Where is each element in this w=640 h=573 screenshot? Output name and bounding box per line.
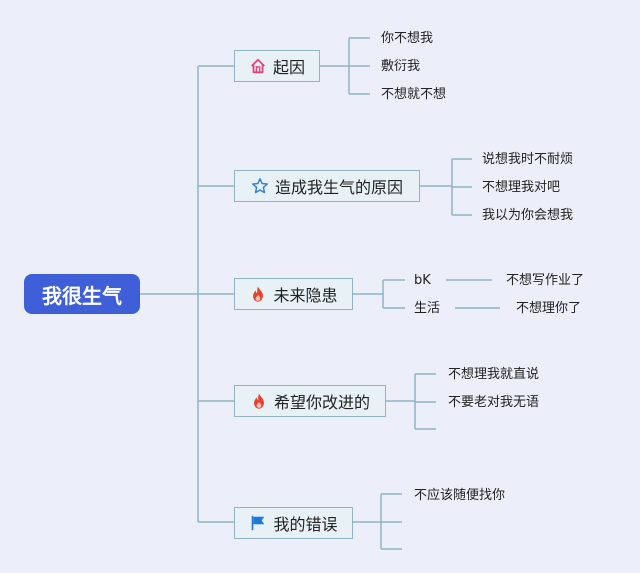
leaf-item[interactable]: 不应该随便找你	[414, 488, 506, 503]
branch-label: 希望你改进的	[273, 393, 370, 412]
branch-label: 未来隐患	[273, 286, 338, 305]
star-icon	[251, 177, 269, 195]
branch-label: 我的错误	[273, 515, 338, 534]
branch-future-risks[interactable]: 未来隐患	[234, 278, 353, 310]
leaf-item[interactable]: 我以为你会想我	[482, 208, 574, 223]
leaf-item[interactable]: 说想我时不耐烦	[482, 152, 574, 167]
fire-icon	[250, 392, 268, 410]
branch-improvements[interactable]: 希望你改进的	[234, 385, 386, 417]
root-node[interactable]: 我很生气	[24, 274, 140, 314]
branch-cause[interactable]: 起因	[234, 50, 320, 82]
leaf-item[interactable]: 不想理我就直说	[448, 367, 540, 382]
leaf-subitem[interactable]: 不想理你了	[516, 301, 582, 316]
leaf-subitem[interactable]: 不想写作业了	[506, 273, 585, 288]
leaf-item[interactable]: 敷衍我	[381, 59, 421, 74]
leaf-item[interactable]: 不要老对我无语	[448, 395, 540, 410]
leaf-item[interactable]: 你不想我	[381, 31, 434, 46]
branch-my-mistakes[interactable]: 我的错误	[234, 507, 353, 539]
leaf-item[interactable]: 不想就不想	[381, 87, 447, 102]
branch-reasons[interactable]: 造成我生气的原因	[234, 170, 420, 202]
flag-icon	[249, 514, 267, 532]
branch-label: 造成我生气的原因	[274, 178, 403, 197]
branch-label: 起因	[272, 58, 305, 77]
leaf-item[interactable]: 生活	[414, 301, 441, 316]
fire-icon	[249, 285, 267, 303]
home-icon	[249, 57, 267, 75]
root-label: 我很生气	[42, 283, 122, 308]
leaf-item[interactable]: bK	[414, 273, 431, 288]
leaf-item[interactable]: 不想理我对吧	[482, 180, 561, 195]
